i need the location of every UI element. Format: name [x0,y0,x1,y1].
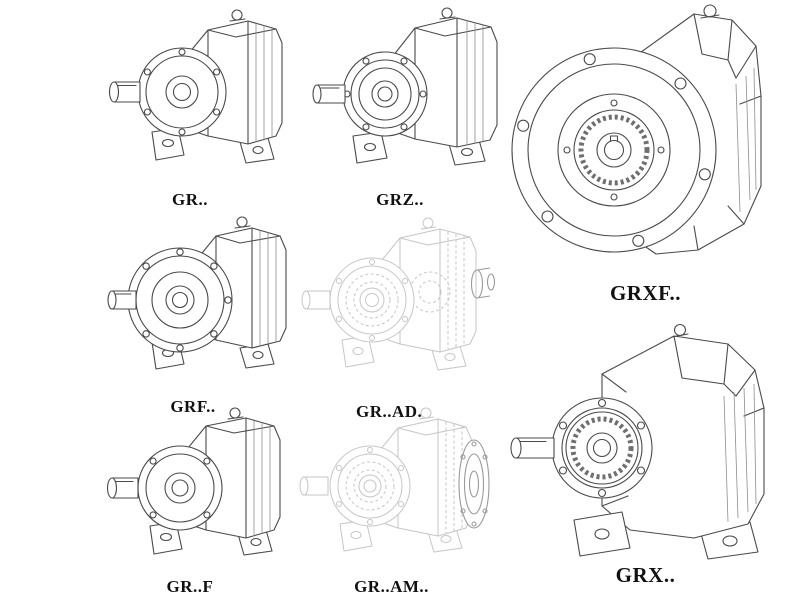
gr-f-gearbox-drawing [106,407,281,556]
gr-f-label: GR..F [166,577,214,596]
gr-label: GR.. [172,190,208,209]
gr-gearbox-drawing [108,9,283,164]
grx-label: GRX.. [615,563,676,587]
figure-gr-am: GR..AM.. [284,404,499,597]
grxf-label: GRXF.. [609,281,682,305]
gr-ad-label: GR..AD.. [355,402,428,421]
grx-gearbox-drawing [510,323,765,560]
grz-label: GRZ.. [376,190,424,209]
gr-am-gearbox-drawing [299,407,490,553]
figure-grxf: GRXF.. [498,0,793,306]
gr-am-label: GR..AM.. [354,577,429,596]
grf-label: GRF.. [170,397,216,416]
figure-grz: GRZ.. [295,4,505,210]
figure-grx: GRX.. [498,300,793,588]
figure-grf: GRF.. [88,206,298,417]
figure-gr-foot: GR..F [85,404,295,597]
figure-gr-ad: GR..AD.. [284,206,499,422]
grz-gearbox-drawing [312,7,498,166]
grf-gearbox-drawing [107,216,287,370]
grxf-gearbox-drawing [511,4,762,255]
figure-gr: GR.. [85,4,295,210]
gr-ad-gearbox-drawing [301,217,496,371]
